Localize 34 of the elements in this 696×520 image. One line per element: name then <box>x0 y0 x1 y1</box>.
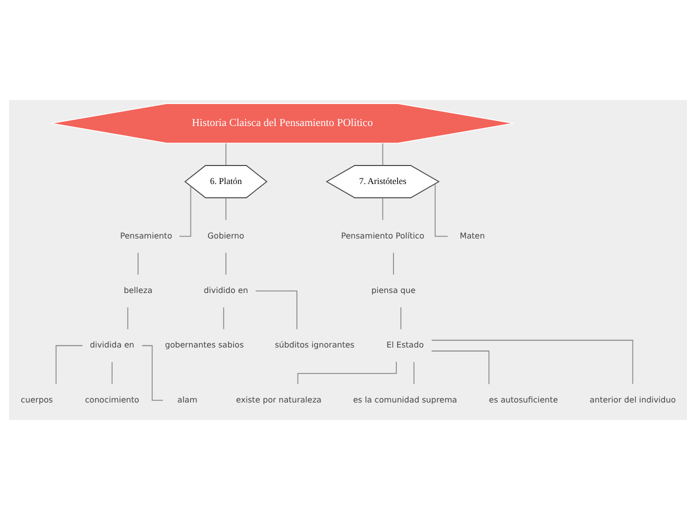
connector <box>382 198 384 220</box>
connector <box>255 290 298 330</box>
node-text: conocimiento <box>84 395 140 404</box>
connector <box>225 252 226 276</box>
node-text: es la comunidad suprema <box>353 395 458 404</box>
connector <box>127 306 128 330</box>
node-text: súbditos ignorantes <box>274 340 354 350</box>
node-text: Maten <box>460 231 485 240</box>
node-text: El Estado <box>386 340 424 350</box>
connector <box>223 306 224 330</box>
connector <box>382 142 384 166</box>
connector <box>400 306 402 330</box>
connector <box>225 198 226 220</box>
node-text: alam <box>177 395 198 404</box>
node-text: existe por naturaleza <box>236 395 322 404</box>
connector <box>225 142 226 166</box>
connector <box>431 340 634 384</box>
connector <box>138 252 139 276</box>
connector <box>413 362 414 384</box>
node-text: es autosuficiente <box>488 395 558 404</box>
node-text: dividido en <box>204 286 248 295</box>
node-text: cuerpos <box>20 395 53 404</box>
node-text: Pensamiento <box>120 231 172 240</box>
node-text: Pensamiento Político <box>341 231 424 240</box>
connector <box>431 350 490 385</box>
node-text: gobernantes sabios <box>164 340 244 350</box>
node-text: piensa que <box>371 286 416 295</box>
connector <box>112 362 113 384</box>
node-text: belleza <box>124 286 152 295</box>
node-text: Gobierno <box>208 231 244 240</box>
node-text: dividida en <box>90 340 134 350</box>
node-text: anterior del individuo <box>590 395 676 404</box>
connector <box>56 345 83 384</box>
connector <box>393 252 394 276</box>
